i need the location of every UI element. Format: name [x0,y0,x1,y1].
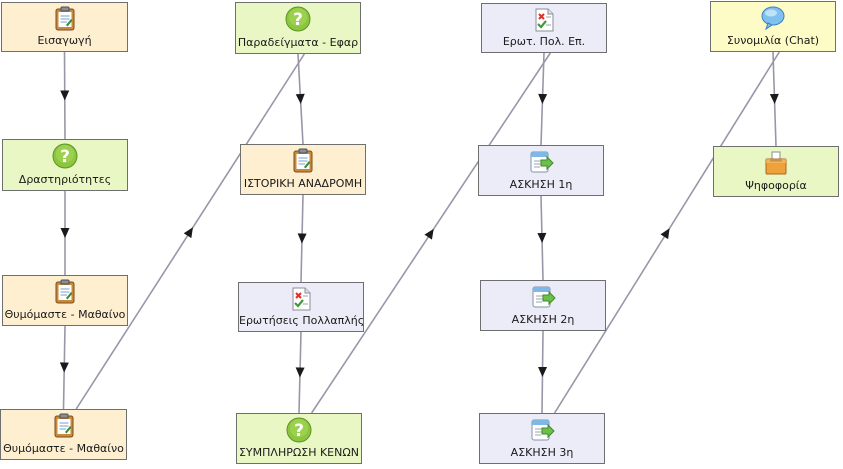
node-label: ΣΥΜΠΛΗΡΩΣΗ ΚΕΝΩΝ [238,446,359,459]
node-erot-pol-ep[interactable]: Ερωτ. Πολ. Επ. [481,3,607,53]
node-symplirosi-kenon[interactable]: ? ΣΥΜΠΛΗΡΩΣΗ ΚΕΝΩΝ [236,413,362,464]
node-thymomaste-2[interactable]: Θυμόμαστε - Μαθαίνο [0,409,127,460]
node-drastiriotites[interactable]: ? Δραστηριότητες [2,139,128,191]
node-label: ΑΣΚΗΣΗ 3η [510,446,574,459]
ballot-box-icon [765,151,787,175]
notepad-icon [55,6,74,31]
node-erotiseis-pollaplis[interactable]: Ερωτήσεις Πολλαπλής [238,282,364,332]
arrowhead-n3-n4 [59,362,69,373]
notepad-icon [55,279,75,304]
question-icon: ? [285,6,311,32]
node-askisi-3[interactable]: ΑΣΚΗΣΗ 3η [479,413,605,464]
question-icon: ? [52,143,78,169]
node-label: Ερωτ. Πολ. Επ. [502,35,586,48]
arrowhead-n7-n8 [295,367,305,378]
arrowhead-n4-n5 [183,227,193,239]
node-askisi-1[interactable]: ΑΣΚΗΣΗ 1η [478,145,604,196]
svg-text:?: ? [294,421,304,441]
arrowhead-n5-n6 [295,93,305,104]
node-label: ΙΣΤΟΡΙΚΗ ΑΝΑΔΡΟΜΗ [243,177,363,190]
exercise-icon [531,419,555,441]
node-label: Ερωτήσεις Πολλαπλής [239,314,364,327]
node-psifoforia[interactable]: Ψηφοφορία [713,146,839,197]
svg-text:?: ? [60,147,70,167]
node-askisi-2[interactable]: ΑΣΚΗΣΗ 2η [480,280,606,331]
node-label: Ψηφοφορία [745,179,807,192]
node-label: ΑΣΚΗΣΗ 1η [509,178,573,191]
arrowhead-n12-n13 [660,228,670,240]
node-label: ΑΣΚΗΣΗ 2η [511,313,575,326]
multiple-choice-icon [535,8,554,32]
arrowhead-n8-n9 [424,228,434,240]
arrowhead-n1-n2 [60,90,70,101]
node-label: Δραστηριότητες [18,173,112,186]
node-istoriki-anadromi[interactable]: ΙΣΤΟΡΙΚΗ ΑΝΑΔΡΟΜΗ [240,144,366,195]
exercise-icon [530,151,554,173]
node-eisagogi[interactable]: Εισαγωγή [1,2,128,52]
exercise-icon [532,286,556,308]
node-label: Θυμόμαστε - Μαθαίνο [3,442,124,455]
arrowhead-n9-n10 [538,93,548,104]
notepad-icon [293,148,313,173]
arrowhead-n11-n12 [538,366,548,377]
notepad-icon [54,413,73,438]
question-icon: ? [286,417,312,443]
node-thymomaste-1[interactable]: Θυμόμαστε - Μαθαίνο [2,275,128,326]
arrowhead-n13-n14 [769,93,779,104]
node-label: Εισαγωγή [37,34,92,47]
node-label: Συνομιλία (Chat) [726,34,820,47]
chat-bubble-icon [761,6,785,31]
node-paradeigmata[interactable]: ? Παραδείγματα - Εφαρ [235,2,361,54]
node-synomilia-chat[interactable]: Συνομιλία (Chat) [710,1,836,52]
arrowhead-n10-n11 [537,232,547,243]
arrowhead-n6-n7 [297,233,307,244]
node-label: Παραδείγματα - Εφαρ [237,36,359,49]
node-label: Θυμόμαστε - Μαθαίνο [4,308,126,321]
multiple-choice-icon [292,287,311,311]
arrowhead-n2-n3 [60,228,70,238]
svg-text:?: ? [293,10,303,30]
